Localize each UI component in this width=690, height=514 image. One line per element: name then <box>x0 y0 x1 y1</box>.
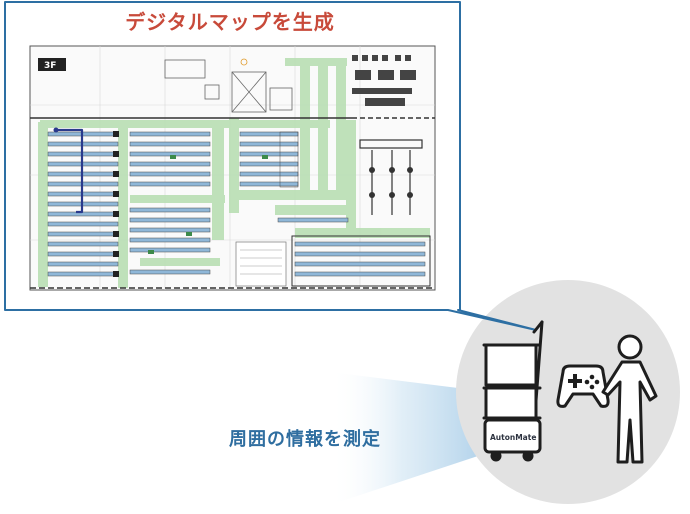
seat-block-lower-right <box>277 217 426 277</box>
seat-block-upper-right <box>239 131 299 188</box>
sensor-beam <box>330 372 490 505</box>
floor-label: 3F <box>44 61 56 71</box>
measure-caption: 周囲の情報を測定 <box>229 429 381 450</box>
robot-icon <box>482 320 544 462</box>
map-title: デジタルマップを生成 <box>125 10 335 34</box>
gamepad-icon <box>556 364 610 408</box>
seat-block-left <box>47 131 119 277</box>
person-icon <box>601 334 658 464</box>
seat-block-center <box>129 131 211 275</box>
floor-map: 3F <box>29 45 436 291</box>
robot-brand-label: AutonMate <box>490 433 536 442</box>
robot-path <box>56 128 84 214</box>
